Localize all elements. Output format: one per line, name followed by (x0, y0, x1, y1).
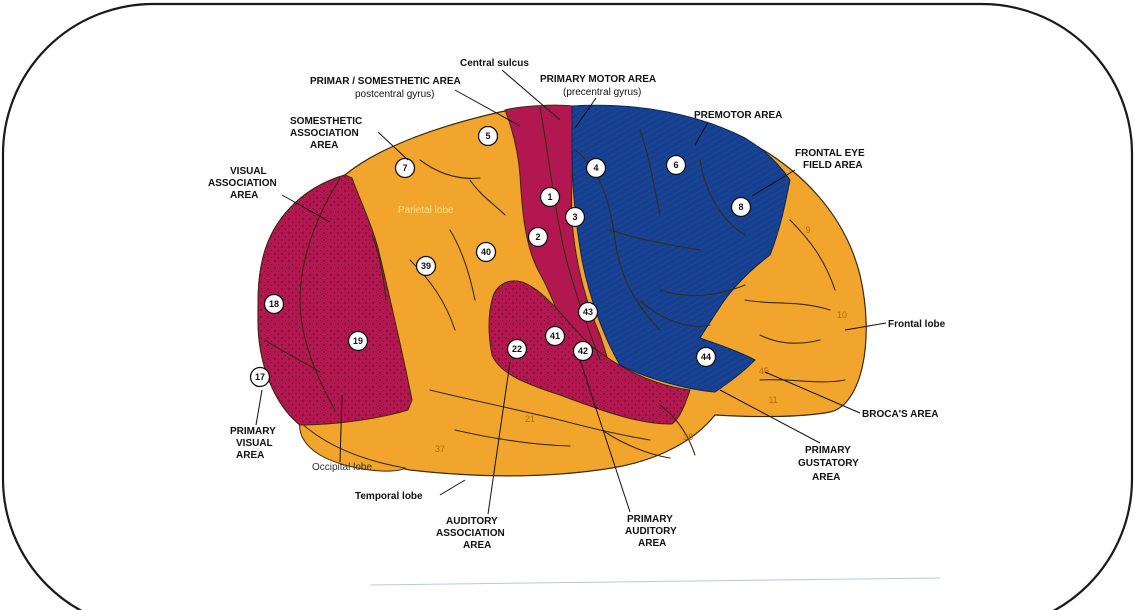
area-marker-39: 39 (417, 257, 436, 276)
frontal-eye-label-1: FRONTAL EYE (795, 148, 865, 159)
primary-somesthetic-label: PRIMAR / SOMESTHETIC AREA (310, 76, 461, 87)
area-marker-41: 41 (546, 327, 565, 346)
area-number-10: 10 (837, 310, 847, 320)
area-marker-7: 7 (396, 159, 415, 178)
area-number-7: 7 (402, 163, 407, 173)
primary-somesthetic-sub: postcentral gyrus) (355, 89, 434, 100)
somesthetic-assoc-label-2: ASSOCIATION (290, 128, 359, 139)
parietal-lobe-label: Parietal lobe (398, 205, 454, 216)
primary-auditory-label-3: AREA (638, 538, 666, 549)
area-number-43: 43 (583, 307, 593, 317)
central-sulcus-label: Central sulcus (460, 58, 529, 69)
brocas-area-label: BROCA'S AREA (862, 409, 938, 420)
area-marker-40: 40 (477, 243, 496, 262)
somesthetic-assoc-label-3: AREA (310, 140, 338, 151)
area-number-17: 17 (255, 372, 265, 382)
primary-gustatory-label-2: GUSTATORY (798, 458, 859, 469)
visual-assoc-label-3: AREA (230, 190, 258, 201)
area-number-41: 41 (550, 331, 560, 341)
area-number-38: 38 (683, 432, 693, 442)
primary-motor-sub: (precentral gyrus) (563, 87, 641, 98)
area-number-45: 45 (759, 366, 769, 376)
area-marker-2: 2 (529, 228, 548, 247)
temporal-lobe-label: Temporal lobe (355, 491, 423, 502)
area-number-40: 40 (481, 247, 491, 257)
area-number-42: 42 (578, 346, 588, 356)
auditory-assoc-label-2: ASSOCIATION (436, 528, 505, 539)
primary-motor-label: PRIMARY MOTOR AREA (540, 74, 656, 85)
area-number-9: 9 (805, 225, 810, 235)
area-number-37: 37 (435, 444, 445, 454)
area-number-22: 22 (512, 344, 522, 354)
area-number-1: 1 (547, 192, 552, 202)
occipital-lobe-label: Occipital lobe (312, 462, 372, 473)
primary-gustatory-label-1: PRIMARY (805, 445, 851, 456)
scan-line (370, 578, 940, 585)
area-number-3: 3 (572, 212, 577, 222)
frontal-lobe-label: Frontal lobe (888, 319, 946, 330)
area-marker-17: 17 (251, 368, 270, 387)
primary-visual-label-1: PRIMARY (230, 426, 276, 437)
frontal-eye-label-2: FIELD AREA (803, 160, 863, 171)
area-marker-18: 18 (265, 295, 284, 314)
area-marker-19: 19 (349, 332, 368, 351)
area-marker-44: 44 (697, 348, 716, 367)
premotor-label: PREMOTOR AREA (694, 110, 782, 121)
primary-gustatory-label-3: AREA (812, 472, 840, 483)
area-number-4: 4 (593, 163, 598, 173)
area-marker-6: 6 (667, 156, 686, 175)
area-marker-1: 1 (541, 188, 560, 207)
primary-visual-label-2: VISUAL (236, 438, 273, 449)
area-number-39: 39 (421, 261, 431, 271)
somesthetic-assoc-label-1: SOMESTHETIC (290, 116, 362, 127)
primary-visual-label-3: AREA (236, 450, 264, 461)
area-number-44: 44 (701, 352, 711, 362)
area-marker-22: 22 (508, 340, 527, 359)
visual-assoc-label-2: ASSOCIATION (208, 178, 277, 189)
area-marker-8: 8 (732, 198, 751, 217)
area-number-19: 19 (353, 336, 363, 346)
area-marker-42: 42 (574, 342, 593, 361)
area-number-11: 11 (768, 395, 777, 405)
area-number-2: 2 (535, 232, 540, 242)
area-marker-3: 3 (566, 208, 585, 227)
area-marker-5: 5 (479, 127, 498, 146)
primary-auditory-label-1: PRIMARY (627, 514, 673, 525)
area-number-21: 21 (525, 414, 535, 424)
area-marker-4: 4 (587, 159, 606, 178)
auditory-assoc-label-3: AREA (463, 540, 491, 551)
area-number-5: 5 (485, 131, 490, 141)
area-marker-43: 43 (579, 303, 598, 322)
area-number-18: 18 (269, 299, 279, 309)
area-number-6: 6 (673, 160, 678, 170)
primary-auditory-label-2: AUDITORY (625, 526, 677, 537)
visual-assoc-label-1: VISUAL (230, 166, 267, 177)
auditory-assoc-label-1: AUDITORY (446, 516, 498, 527)
area-number-8: 8 (738, 202, 743, 212)
